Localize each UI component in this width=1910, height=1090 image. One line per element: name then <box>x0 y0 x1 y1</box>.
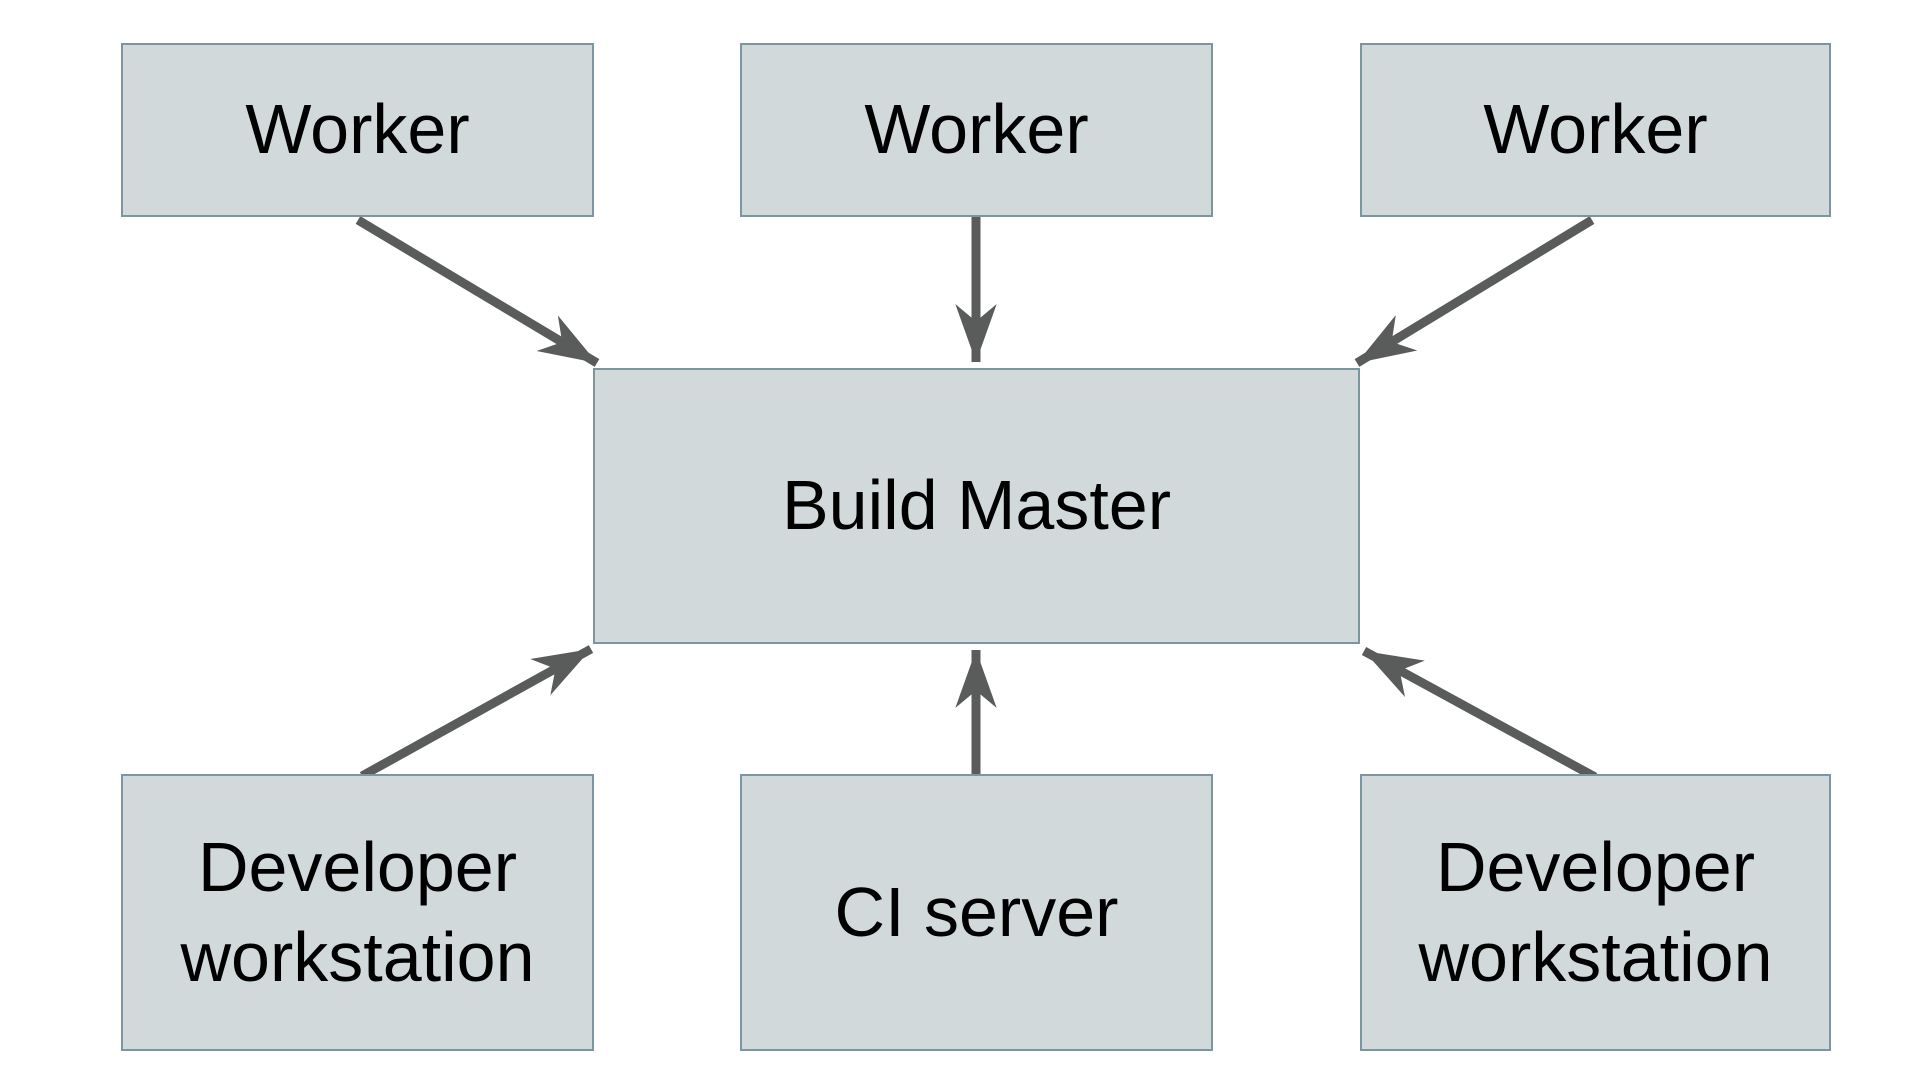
node-worker-2-label: Worker <box>864 90 1089 169</box>
node-developer-workstation-right: Developer workstation <box>1360 774 1831 1051</box>
node-build-master-label: Build Master <box>781 466 1172 545</box>
arrow-worker1-to-buildmaster <box>355 216 600 367</box>
node-developer-workstation-left-label: Developer workstation <box>180 827 535 996</box>
node-worker-3-label: Worker <box>1483 90 1708 169</box>
node-build-master: Build Master <box>593 368 1360 644</box>
arrow-devleft-to-buildmaster <box>359 645 594 780</box>
node-worker-3: Worker <box>1360 43 1831 217</box>
arrow-devright-to-buildmaster <box>1361 647 1598 781</box>
node-worker-1: Worker <box>121 43 594 217</box>
node-developer-workstation-left: Developer workstation <box>121 774 594 1051</box>
node-developer-workstation-right-label: Developer workstation <box>1418 827 1773 996</box>
arrow-worker3-to-buildmaster <box>1354 216 1595 367</box>
node-ci-server: CI server <box>740 774 1213 1051</box>
node-worker-1-label: Worker <box>245 90 470 169</box>
node-worker-2: Worker <box>740 43 1213 217</box>
node-ci-server-label: CI server <box>834 872 1119 951</box>
